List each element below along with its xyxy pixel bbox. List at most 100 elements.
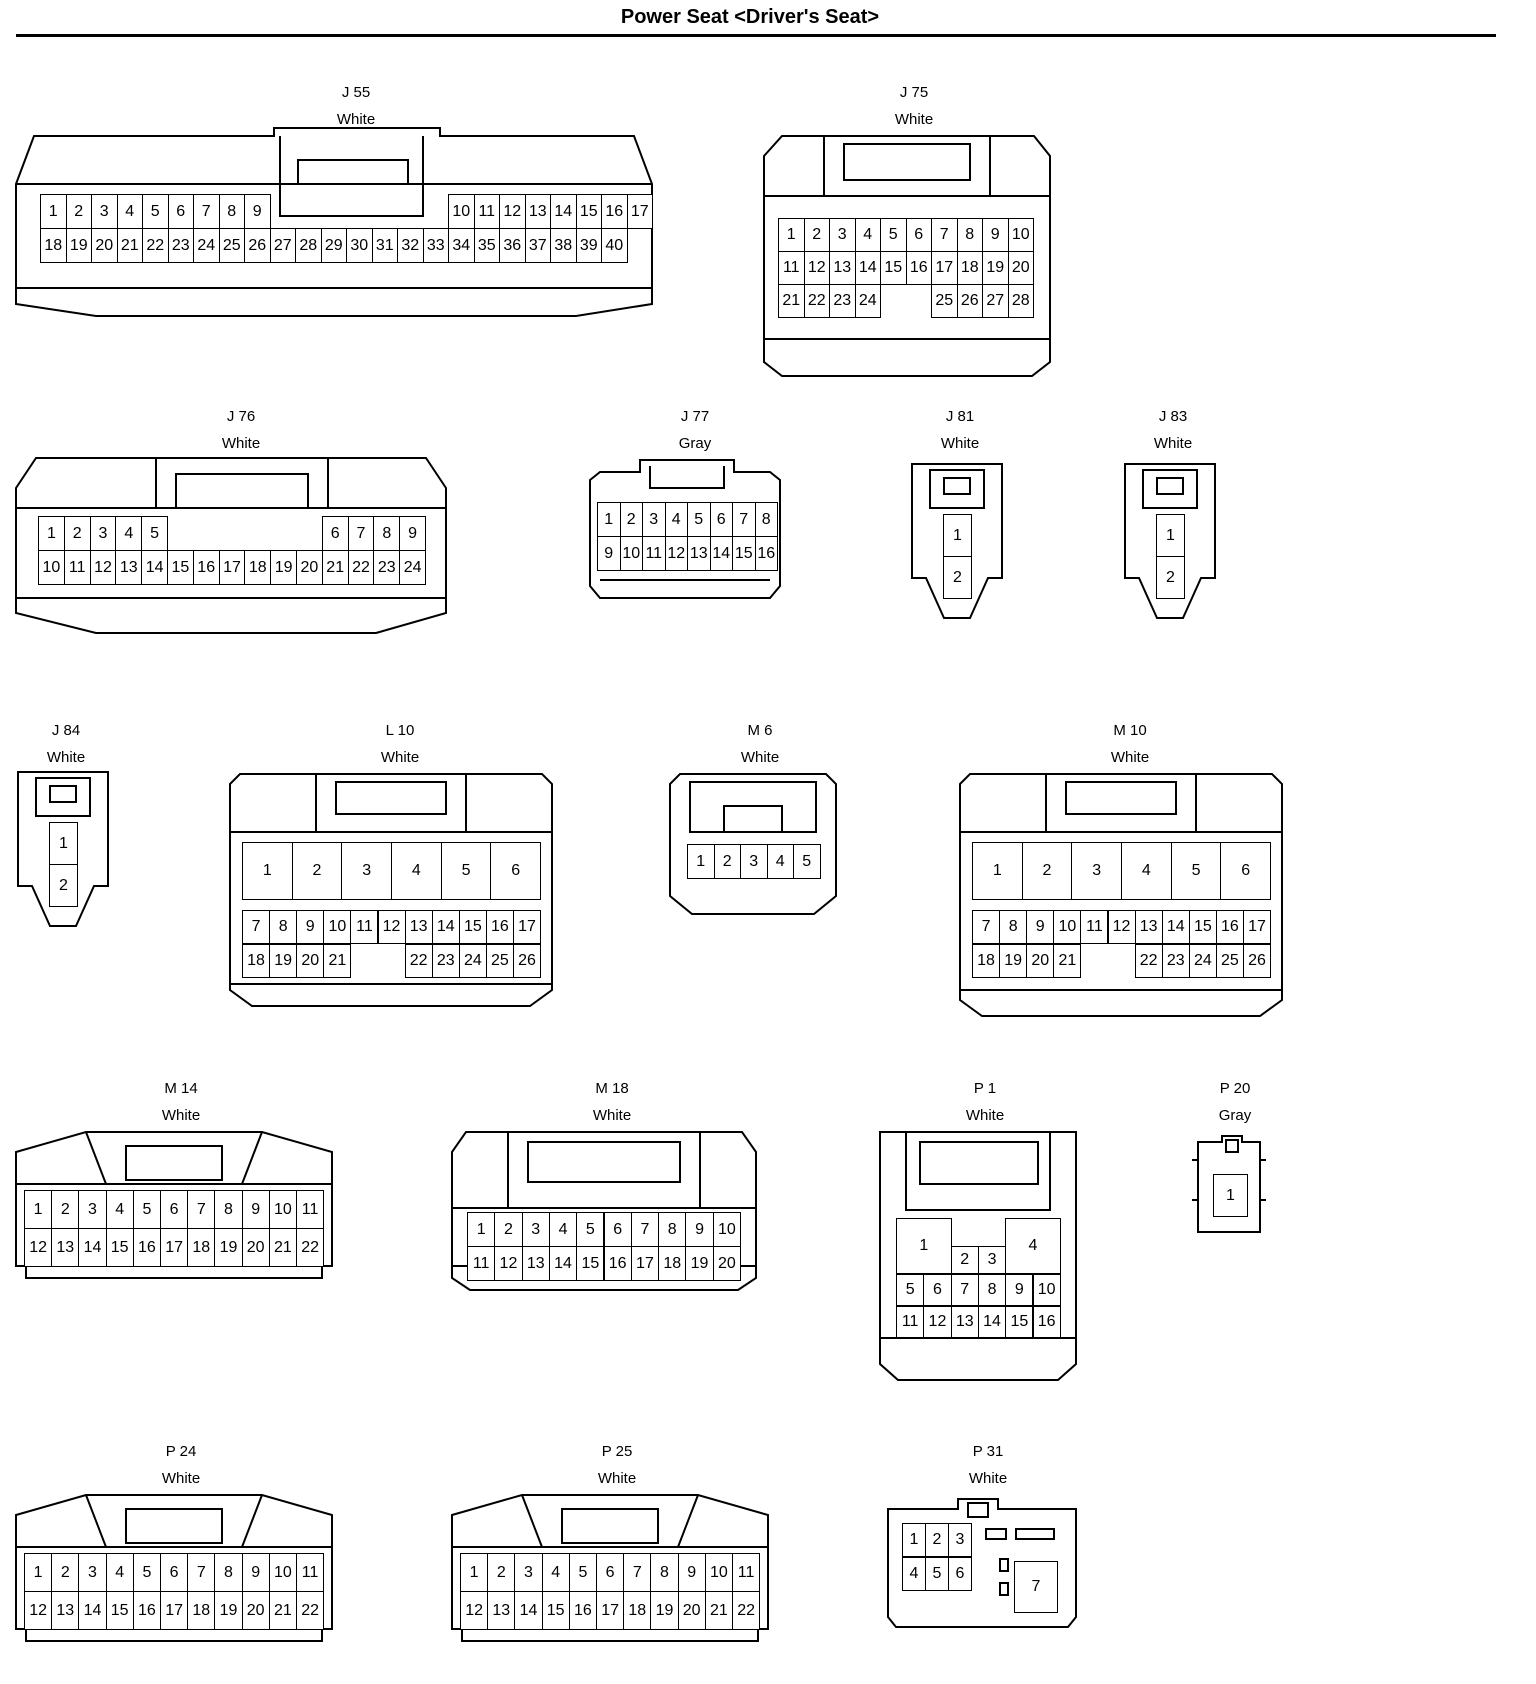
pin-cell: 5 [687, 502, 711, 537]
pin-cell: 3 [642, 502, 666, 537]
connector-id: J 83 [1158, 408, 1188, 425]
connector-id: P 20 [1219, 1080, 1251, 1097]
pin-gap [295, 194, 322, 229]
pin-cell: 20 [241, 1228, 270, 1267]
pin-cell: 17 [1243, 910, 1272, 944]
pin-cell: 7 [242, 910, 271, 944]
pin-cell: 8 [269, 910, 298, 944]
pin-cell: 7 [187, 1553, 216, 1592]
pin-cell: 33 [422, 228, 449, 263]
pin-cell: 6 [321, 516, 349, 551]
pin-cell: 16 [568, 1591, 597, 1630]
connector-id: P 25 [601, 1443, 633, 1460]
pin-gap [906, 284, 933, 318]
pin-cell: 9 [296, 910, 325, 944]
pin-cell: 25 [1215, 944, 1244, 978]
connector-housing [229, 773, 553, 1007]
pin-cell: 1 [902, 1523, 926, 1557]
pin-cell: 5 [132, 1190, 161, 1229]
pin-cell: 4 [115, 516, 143, 551]
pin-cell: 22 [142, 228, 169, 263]
pin-cell: 26 [1243, 944, 1272, 978]
pin-cell: 35 [473, 228, 500, 263]
pin-cell: 9 [241, 1190, 270, 1229]
pin-cell: 14 [78, 1228, 107, 1267]
pin-cell: 8 [214, 1190, 243, 1229]
pin-cell: 5 [142, 194, 169, 229]
pin-cell: 9 [399, 516, 426, 551]
pin-cell: 22 [1134, 944, 1163, 978]
pin-cell: 7 [972, 910, 1001, 944]
pin-cell: 23 [167, 228, 194, 263]
pin-cell: 2 [713, 844, 741, 879]
pin-cell: 11 [296, 1190, 325, 1229]
pin-cell: 16 [192, 550, 220, 585]
pin-cell: 12 [1107, 910, 1136, 944]
connector-color: White [894, 111, 934, 128]
pin-cell: 2 [1021, 842, 1073, 900]
pin-cell: 20 [296, 944, 325, 978]
connector-id: P 1 [973, 1080, 997, 1097]
pin-cell: 17 [630, 1246, 660, 1281]
pin-cell: 13 [524, 194, 551, 229]
pin-cell: 2 [49, 864, 78, 907]
pin-cell: 8 [658, 1212, 687, 1247]
pin-cell: 40 [601, 228, 628, 263]
pin-cell: 10 [323, 910, 352, 944]
pin-gap [397, 194, 424, 229]
pin-cell: 7 [187, 1190, 216, 1229]
pin-cell: 2 [925, 1523, 949, 1557]
pin-cell: 4 [902, 1557, 926, 1591]
pin-cell: 19 [269, 944, 298, 978]
pin-cell: 10 [38, 550, 65, 585]
pin-cell: 3 [1071, 842, 1123, 900]
connector-housing [17, 771, 109, 927]
connector-housing [589, 459, 781, 599]
pin-cell: 6 [490, 842, 542, 900]
pin-cell: 3 [78, 1190, 107, 1229]
pin-cell: 13 [687, 536, 711, 571]
pin-cell: 11 [896, 1306, 925, 1338]
pin-gap [378, 944, 406, 978]
pin-cell: 22 [732, 1591, 761, 1630]
pin-cell: 3 [948, 1523, 972, 1557]
pin-cell: 14 [548, 1246, 578, 1281]
pin-cell: 10 [1053, 910, 1082, 944]
pin-cell: 5 [1170, 842, 1222, 900]
pin-cell: 14 [550, 194, 577, 229]
connector-id: J 55 [341, 84, 371, 101]
pin-cell: 1 [467, 1212, 496, 1247]
connector-color: White [1110, 749, 1150, 766]
pin-cell: 3 [341, 842, 393, 900]
pin-cell: 12 [803, 251, 830, 285]
pin-cell: 5 [440, 842, 492, 900]
connector-color: White [1153, 435, 1193, 452]
pin-cell: 6 [603, 1212, 632, 1247]
connector-housing [887, 1498, 1077, 1628]
pin-cell: 26 [956, 284, 983, 318]
pin-cell: 1 [40, 194, 67, 229]
pin-cell: 24 [399, 550, 426, 585]
pin-cell: 22 [404, 944, 433, 978]
connector-color: Gray [1218, 1107, 1252, 1124]
pin-cell: 6 [596, 1553, 625, 1592]
pin-gap [423, 194, 450, 229]
pin-cell: 26 [244, 228, 271, 263]
connector-color: White [221, 435, 261, 452]
pin-cell: 13 [404, 910, 433, 944]
pin-cell: 5 [576, 1212, 605, 1247]
pin-cell: 23 [431, 944, 460, 978]
pin-cell: 17 [160, 1591, 189, 1630]
pin-cell: 11 [1080, 910, 1109, 944]
pin-gap [1108, 944, 1136, 978]
pin-cell: 7 [1014, 1561, 1058, 1613]
pin-cell: 8 [999, 910, 1028, 944]
page-title: Power Seat <Driver's Seat> [620, 6, 880, 28]
pin-cell: 4 [664, 502, 688, 537]
